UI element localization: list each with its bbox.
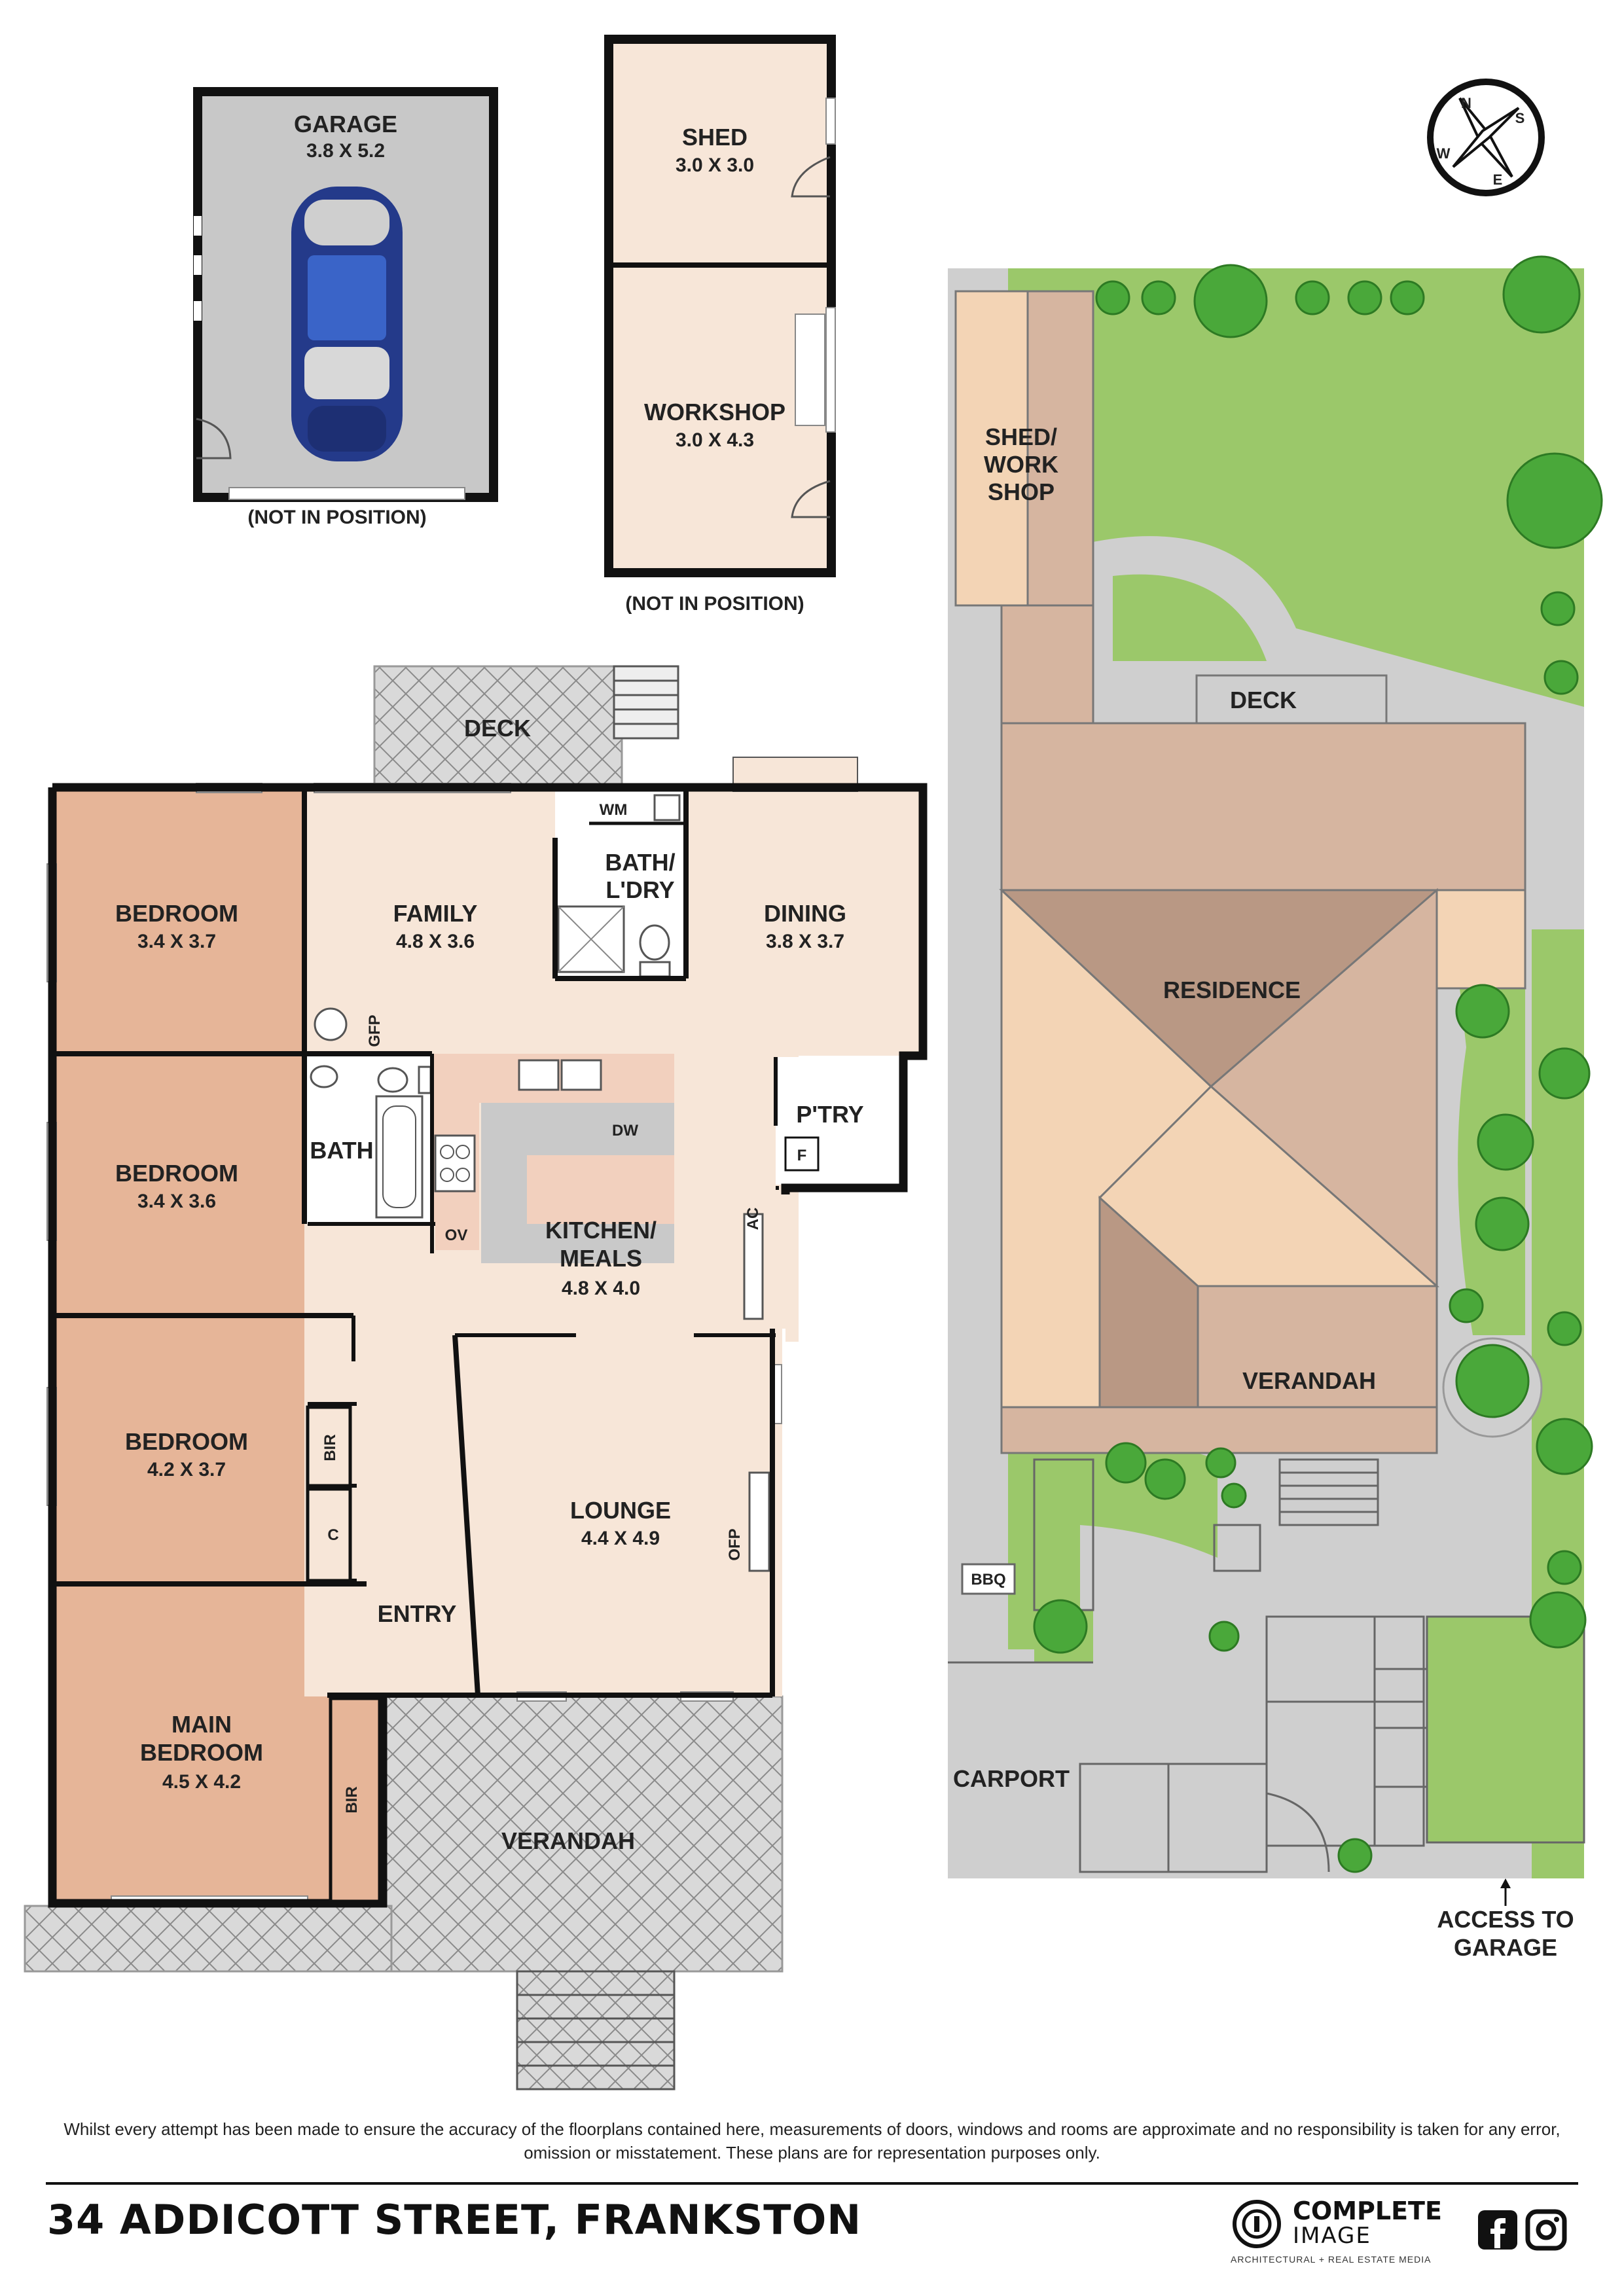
bedroom-2-label: BEDROOM — [115, 1160, 238, 1187]
site-plan: SHED/ WORK SHOP DECK RESIDENCE VERANDAH — [948, 255, 1603, 1961]
dw-label: DW — [612, 1122, 638, 1139]
kitchen-fixtures — [434, 1059, 820, 1572]
kitchen-dims: 4.8 X 4.0 — [562, 1278, 640, 1299]
residence-label: RESIDENCE — [1163, 977, 1301, 1003]
workshop-dims: 3.0 X 4.3 — [676, 429, 754, 451]
house-floorplan: DECK VERANDAH — [24, 665, 928, 2090]
bedroom-1-dims: 3.4 X 3.7 — [137, 931, 216, 952]
bath-laundry-label-1: BATH/ — [605, 849, 675, 876]
site-verandah-label: VERANDAH — [1242, 1367, 1376, 1394]
fridge-label: F — [797, 1147, 807, 1164]
kitchen-label-1: KITCHEN/ — [545, 1217, 657, 1244]
bbq-label: BBQ — [971, 1571, 1005, 1588]
garage: GARAGE 3.8 X 5.2 (NOT IN POSITION) — [193, 87, 498, 528]
instagram-icon[interactable] — [1525, 2209, 1567, 2251]
tree-icons — [1033, 255, 1603, 1873]
brand-name: COMPLETE — [1293, 2197, 1442, 2225]
laundry-fixtures — [557, 794, 681, 978]
bath-fixtures — [310, 1007, 432, 1219]
bath-label: BATH — [310, 1137, 373, 1164]
site-deck-label: DECK — [1230, 687, 1297, 713]
deck-steps — [613, 665, 679, 740]
dining-label: DINING — [764, 900, 846, 927]
workshop-label: WORKSHOP — [644, 399, 785, 425]
main-bedroom-label-2: BEDROOM — [140, 1739, 263, 1766]
compass-n: N — [1461, 95, 1471, 111]
brand-tagline: ARCHITECTURAL + REAL ESTATE MEDIA — [1231, 2254, 1432, 2265]
main-bedroom-label-1: MAIN — [171, 1711, 232, 1738]
bir-label: BIR — [321, 1434, 339, 1461]
garage-label: GARAGE — [294, 111, 397, 137]
wm-label: WM — [600, 801, 628, 819]
gfp-label: GFP — [366, 1014, 384, 1047]
disclaimer: Whilst every attempt has been made to en… — [63, 2119, 1561, 2162]
bir-2-label: BIR — [343, 1786, 361, 1813]
lounge-dims: 4.4 X 4.9 — [581, 1528, 660, 1549]
facebook-icon[interactable] — [1477, 2209, 1519, 2251]
ac-label: AC — [744, 1208, 762, 1230]
front-steps — [516, 1970, 676, 2090]
garage-note: (NOT IN POSITION) — [247, 507, 426, 528]
dining-dims: 3.8 X 3.7 — [766, 931, 844, 952]
compass-w: W — [1437, 145, 1451, 162]
oven-label: OV — [445, 1227, 468, 1244]
ofp-label: OFP — [726, 1528, 744, 1560]
bath-laundry-label-2: L'DRY — [605, 876, 674, 903]
built-ins — [306, 1405, 382, 1903]
entry-label: ENTRY — [378, 1600, 457, 1627]
compass-e: E — [1493, 171, 1503, 188]
bedroom-3-dims: 4.2 X 3.7 — [147, 1459, 226, 1480]
rear-deck-label: DECK — [464, 715, 531, 742]
car-icon — [291, 187, 403, 461]
walls — [48, 783, 928, 1908]
family-label: FAMILY — [393, 900, 478, 927]
site-shed-label-1: SHED/ — [985, 423, 1057, 450]
site-shed-label-2: WORK — [984, 451, 1058, 478]
garage-dims: 3.8 X 5.2 — [306, 140, 385, 162]
compass-s: S — [1515, 110, 1525, 126]
pantry-label: P'TRY — [796, 1101, 863, 1128]
main-bedroom-dims: 4.5 X 4.2 — [162, 1771, 241, 1793]
compass-icon: N S E W — [1427, 79, 1545, 196]
bedroom-2-dims: 3.4 X 3.6 — [137, 1191, 216, 1212]
ci-logo-icon — [1233, 2200, 1281, 2248]
property-address: 34 ADDICOTT STREET, FRANKSTON — [47, 2196, 862, 2244]
brand-sub: IMAGE — [1293, 2223, 1371, 2249]
shed-label: SHED — [682, 124, 748, 151]
shed-dims: 3.0 X 3.0 — [676, 154, 754, 176]
access-label-1: ACCESS TO — [1437, 1906, 1574, 1933]
kitchen-label-2: MEALS — [560, 1245, 642, 1272]
residence-roof — [999, 604, 1526, 1454]
shed-workshop: SHED 3.0 X 3.0 WORKSHOP 3.0 X 4.3 (NOT I… — [604, 35, 836, 615]
family-dims: 4.8 X 3.6 — [396, 931, 475, 952]
lounge-label: LOUNGE — [570, 1497, 671, 1524]
access-label-2: GARAGE — [1454, 1934, 1557, 1961]
shed-note: (NOT IN POSITION) — [625, 593, 804, 615]
bedroom-1-label: BEDROOM — [115, 900, 238, 927]
brand-logo[interactable]: COMPLETE IMAGE ARCHITECTURAL + REAL ESTA… — [1231, 2198, 1466, 2270]
carport-label: CARPORT — [953, 1765, 1070, 1792]
site-shed-label-3: SHOP — [988, 478, 1055, 505]
cupboard-label: C — [327, 1526, 338, 1544]
verandah-label: VERANDAH — [501, 1827, 635, 1854]
bedroom-3-label: BEDROOM — [125, 1428, 248, 1455]
